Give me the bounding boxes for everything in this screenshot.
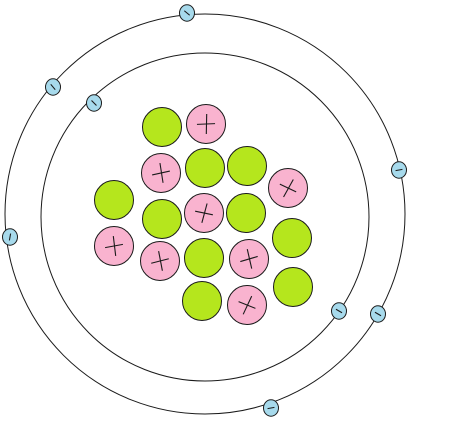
proton — [229, 239, 269, 279]
plus-sign-icon — [104, 235, 124, 256]
outer-orbit-ring — [4, 13, 406, 415]
proton — [141, 153, 181, 193]
electron — [2, 228, 18, 246]
plus-sign-icon — [151, 250, 169, 271]
electron — [45, 78, 61, 96]
electron — [86, 94, 102, 112]
minus-sign-icon — [50, 83, 56, 91]
proton — [186, 104, 226, 144]
proton — [268, 168, 308, 208]
inner-orbit-ring — [40, 52, 370, 382]
neutron — [184, 238, 224, 278]
neutron — [273, 267, 313, 307]
neutron — [94, 180, 134, 220]
minus-sign-icon — [335, 308, 343, 314]
neutron — [142, 199, 182, 239]
minus-sign-icon — [267, 406, 275, 410]
proton — [227, 285, 267, 325]
neutron — [272, 218, 312, 258]
neutron — [182, 281, 222, 321]
plus-sign-icon — [238, 295, 256, 315]
electrons — [2, 4, 407, 417]
plus-sign-icon — [240, 249, 258, 269]
minus-sign-icon — [183, 10, 191, 16]
plus-sign-icon — [196, 114, 216, 135]
neutron — [142, 107, 182, 147]
nucleus — [94, 104, 313, 325]
plus-sign-icon — [195, 203, 213, 223]
plus-sign-icon — [152, 162, 170, 183]
proton — [140, 241, 180, 281]
minus-sign-icon — [8, 233, 12, 241]
electron — [331, 302, 347, 320]
proton — [184, 193, 224, 233]
neutron — [185, 148, 225, 188]
plus-sign-icon — [279, 179, 297, 198]
electron — [370, 305, 386, 323]
minus-sign-icon — [91, 100, 97, 106]
orbits — [4, 13, 406, 415]
electron — [391, 161, 407, 179]
minus-sign-icon — [395, 168, 403, 172]
minus-sign-icon — [374, 311, 382, 317]
electron — [179, 4, 195, 22]
neutron — [226, 193, 266, 233]
electron — [263, 399, 279, 417]
neutron — [227, 146, 267, 186]
proton — [94, 226, 134, 266]
